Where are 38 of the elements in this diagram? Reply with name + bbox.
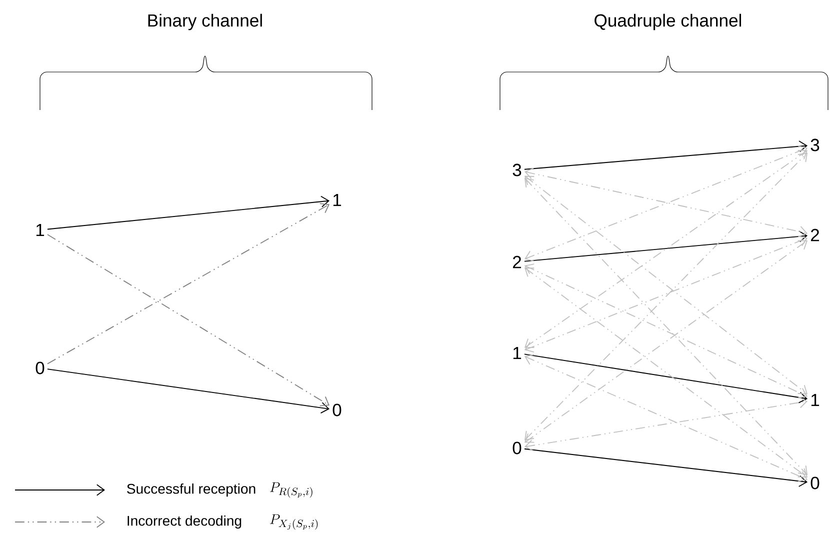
arrow [524, 354, 808, 404]
heading: Quadruple channel [594, 14, 742, 30]
formula: $P_{R(S_p,i)}$ [270, 482, 312, 498]
arrow [47, 234, 330, 406]
heading: Binary channel [148, 14, 262, 30]
formula: $P_{X_j(S_p,i)}$ [270, 514, 318, 530]
arrow [524, 230, 808, 262]
arrow [524, 150, 808, 348]
state-label: 0 [512, 442, 522, 454]
state-label: 1 [811, 394, 820, 406]
arrow [524, 152, 808, 440]
state-label: 2 [811, 228, 819, 242]
arrow [524, 236, 808, 352]
arrow [47, 196, 330, 230]
arrow [524, 448, 808, 487]
arrow [47, 368, 330, 414]
state-label: 3 [810, 138, 820, 152]
arrow [524, 268, 808, 478]
legend-text: Incorrect decoding [128, 515, 242, 529]
arrow [524, 168, 808, 238]
arrow [524, 140, 808, 170]
legend-text: Successful reception [127, 483, 256, 497]
state-label: 1 [513, 346, 522, 360]
arrow [524, 264, 808, 398]
state-label: 1 [333, 194, 342, 206]
state-label: 2 [513, 256, 521, 268]
arrow [524, 145, 808, 262]
arrow [524, 396, 808, 452]
arrow [524, 176, 808, 394]
arrow [524, 240, 808, 443]
state-label: 3 [512, 164, 522, 176]
arrow [524, 178, 808, 476]
arrow [524, 354, 808, 482]
state-label: 0 [332, 404, 342, 416]
state-label: 0 [36, 362, 44, 374]
arrow [47, 203, 330, 364]
state-label: 1 [36, 224, 44, 236]
state-label: 0 [810, 476, 820, 490]
